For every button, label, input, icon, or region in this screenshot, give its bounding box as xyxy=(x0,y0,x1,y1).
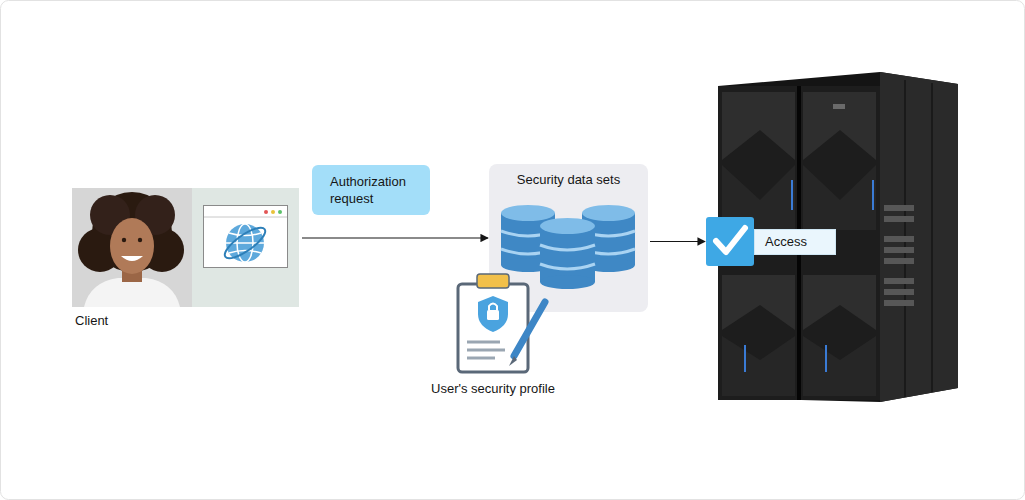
window-dot xyxy=(264,210,268,214)
node-label: Client xyxy=(75,312,225,329)
browser-panel xyxy=(192,188,299,307)
door-facet xyxy=(803,275,876,330)
logo-stripe xyxy=(884,205,914,211)
text-line xyxy=(467,349,505,352)
clipboard-board xyxy=(458,284,528,372)
datasets-box: Security data sets xyxy=(489,164,648,312)
smile xyxy=(121,256,143,261)
title-bar xyxy=(204,217,287,218)
door-facet xyxy=(803,336,876,396)
logo-stripe xyxy=(884,258,914,264)
client-photo xyxy=(72,188,192,307)
logo-stripe xyxy=(884,289,914,295)
clipboard-icon xyxy=(458,274,545,372)
shirt xyxy=(84,278,180,307)
text-line xyxy=(467,357,495,360)
cabinet-side xyxy=(880,72,958,402)
accent-light xyxy=(744,345,746,372)
accent-light xyxy=(791,180,793,210)
cylinder-top xyxy=(501,205,555,221)
window-dot xyxy=(278,210,282,214)
globe-orbit xyxy=(221,223,269,264)
accent-light xyxy=(872,180,874,210)
shield-symbol xyxy=(478,296,508,332)
accent-light xyxy=(825,345,827,372)
side-panel-line xyxy=(931,83,933,392)
cylinder-bottom xyxy=(540,275,595,289)
text-line xyxy=(467,341,500,344)
browser-window xyxy=(204,206,288,268)
cylinder-body xyxy=(540,226,595,282)
mainframe-illustration xyxy=(718,72,958,402)
pen-body xyxy=(514,302,545,356)
lock-shackle xyxy=(489,304,497,311)
eye xyxy=(122,238,126,242)
cabinet-outline xyxy=(718,72,958,402)
photo-background xyxy=(72,188,192,307)
check-mark xyxy=(716,228,745,252)
door-facet xyxy=(722,336,795,396)
cylinder-band xyxy=(540,245,595,269)
client-box: Client xyxy=(72,188,300,298)
check-square xyxy=(706,217,754,266)
door-facet xyxy=(803,165,876,230)
database-stack xyxy=(540,218,595,289)
logo-stripe xyxy=(884,236,914,242)
node-label: Security data sets xyxy=(489,171,648,188)
eye xyxy=(138,238,142,242)
cylinder-top xyxy=(540,218,595,234)
logo-stripe xyxy=(884,247,914,253)
logo-badge xyxy=(833,104,845,109)
window-dot xyxy=(271,210,275,214)
logo-stripe xyxy=(884,300,914,306)
database-icons xyxy=(501,205,635,289)
door-facet xyxy=(803,92,876,160)
node-label: Access xyxy=(754,229,836,255)
lock-body xyxy=(487,310,499,320)
logo-stripe xyxy=(884,278,914,284)
profile-box: User's security profile xyxy=(418,272,568,397)
cylinder-top xyxy=(582,205,635,221)
edge-label: Authorization request xyxy=(312,165,430,215)
clipboard-clip xyxy=(477,274,509,288)
face xyxy=(110,218,154,274)
flow-arrow xyxy=(650,241,705,242)
door-facet xyxy=(722,92,795,160)
access-box: Access xyxy=(706,217,836,266)
panel-background xyxy=(192,188,299,307)
door-facet xyxy=(722,275,795,330)
flow-arrow xyxy=(302,237,488,238)
pen-tip xyxy=(509,356,517,366)
logo-stripe xyxy=(884,216,914,222)
node-label: User's security profile xyxy=(418,380,568,397)
